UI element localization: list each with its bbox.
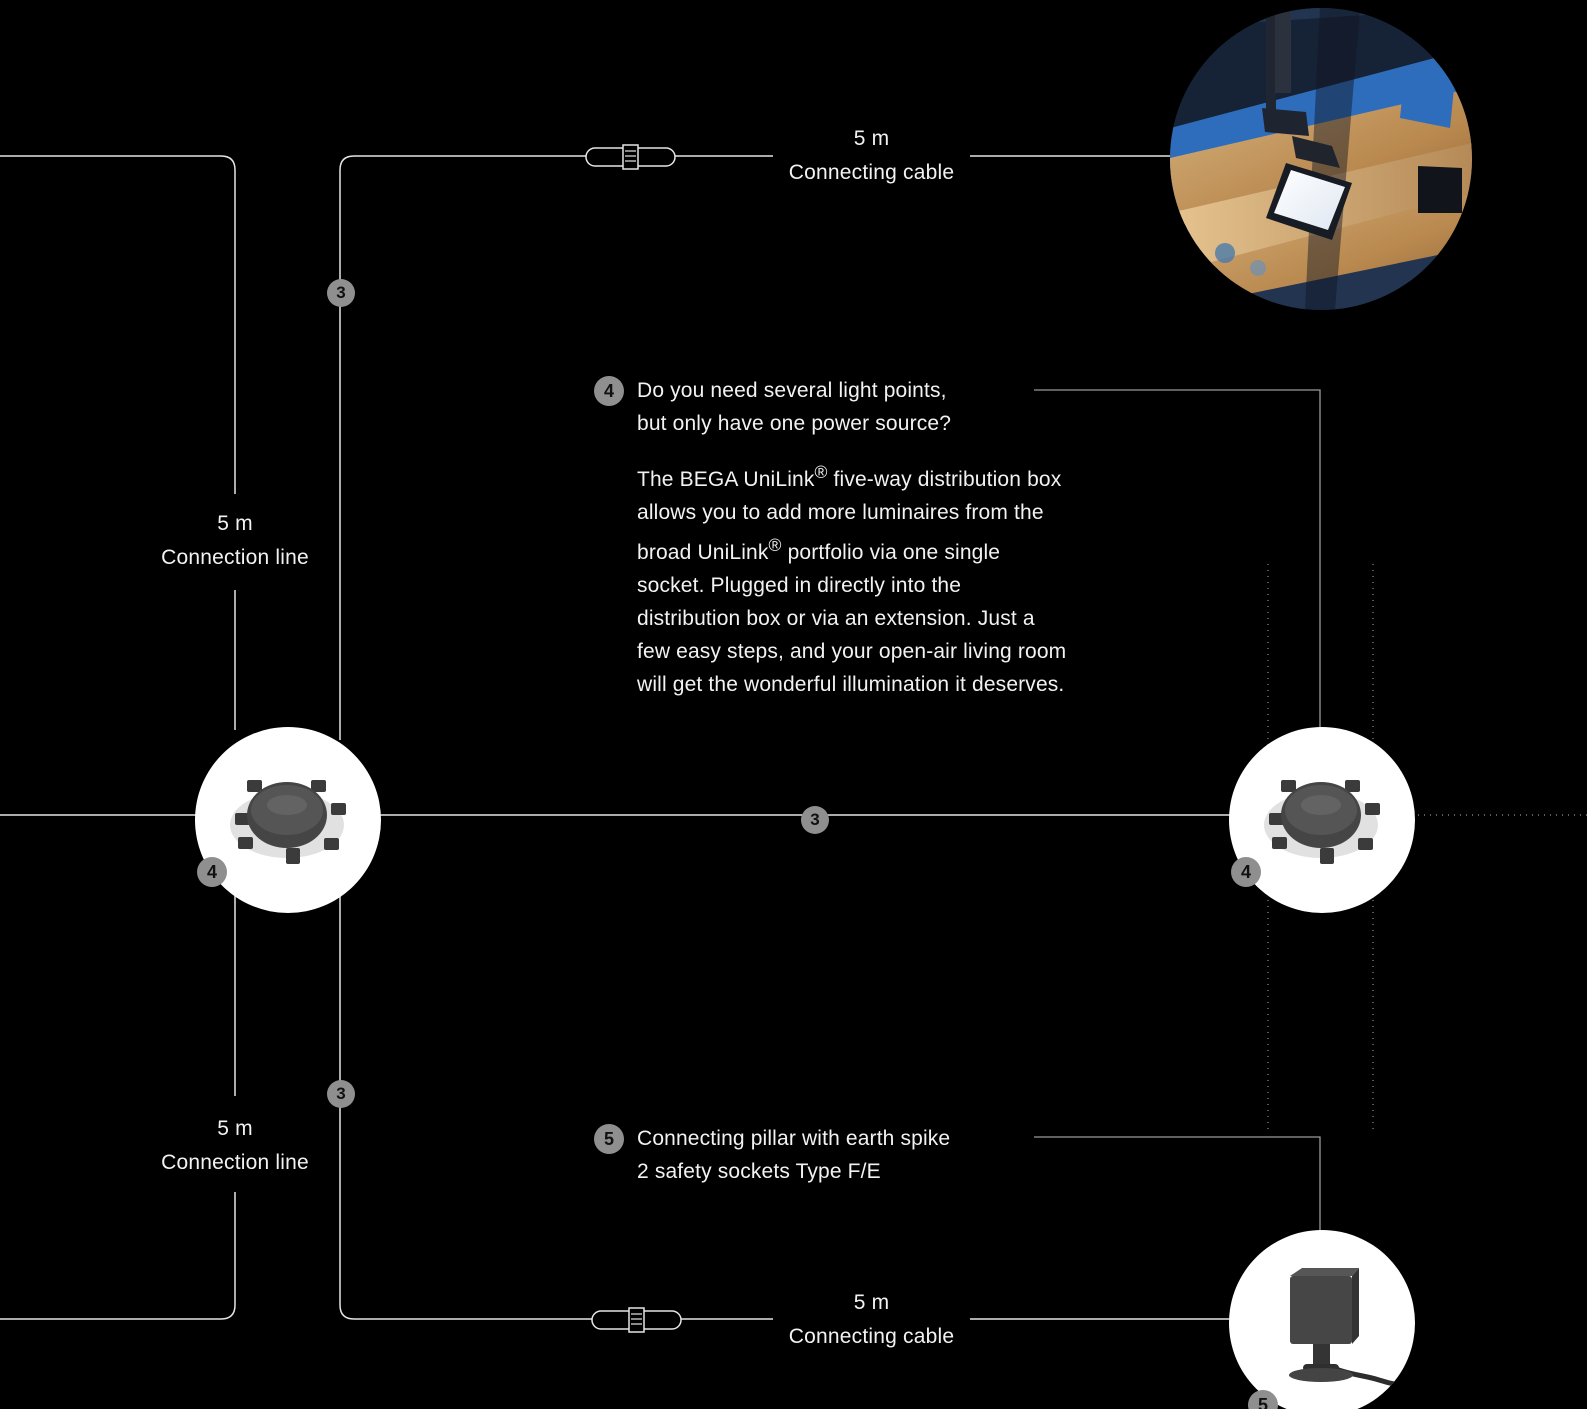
distribution-heading-line-1: Do you need several light points,	[637, 379, 947, 402]
five-way-distribution-box-icon	[230, 780, 346, 864]
callout-lines	[1034, 389, 1321, 1247]
callout-distribution-line	[1034, 389, 1321, 736]
top-cable-name: Connecting cable	[788, 161, 955, 184]
bottom-cable-route	[339, 890, 592, 1320]
registered-mark-1: ®	[814, 462, 828, 482]
pillar-line-2: 2 safety sockets Type F/E	[637, 1160, 881, 1183]
badge-5-text: 5	[594, 1124, 624, 1154]
distribution-heading-line-2: but only have one power source?	[637, 412, 952, 435]
badge-4-text: 4	[594, 376, 624, 406]
left-bottom-line-length: 5 m	[217, 1117, 253, 1140]
left-top-connection-line-label: 5 m Connection line	[148, 507, 322, 575]
distribution-box-right	[1229, 727, 1415, 913]
top-connecting-cable-label: 5 m Connecting cable	[773, 122, 970, 190]
top-left-line	[0, 155, 236, 494]
badge-4-left-box: 4	[197, 857, 227, 887]
five-way-distribution-box-icon	[1264, 780, 1380, 864]
bottom-cable-name: Connecting cable	[788, 1325, 955, 1348]
spotlight-photo-illustration	[1170, 8, 1472, 310]
connector-icon	[591, 1307, 682, 1333]
left-top-line-length: 5 m	[217, 512, 253, 535]
bottom-connecting-cable-label: 5 m Connecting cable	[773, 1286, 970, 1354]
pillar-line-1: Connecting pillar with earth spike	[637, 1127, 951, 1150]
distribution-description-part-1: The BEGA UniLink	[637, 468, 815, 491]
top-cable-length: 5 m	[853, 127, 890, 150]
distribution-description-part-2: five-way distribution box allows you to …	[637, 468, 1062, 564]
left-top-line-name: Connection line	[161, 546, 309, 569]
badge-3-bottom: 3	[327, 1080, 355, 1108]
distribution-heading: Do you need several light points, but on…	[637, 374, 1067, 440]
top-cable-route	[339, 155, 586, 740]
bottom-left-line-lower	[0, 1192, 236, 1320]
distribution-description-part-3: portfolio via one single socket. Plugged…	[637, 541, 1067, 696]
bottom-cable-length: 5 m	[853, 1291, 890, 1314]
badge-3-top: 3	[327, 279, 355, 307]
spotlight-photo	[1170, 8, 1472, 310]
badge-4-right-box: 4	[1231, 857, 1261, 887]
badge-3-middle: 3	[801, 806, 829, 834]
connecting-pillar-circle	[1229, 1230, 1415, 1409]
distribution-box-info: Do you need several light points, but on…	[637, 374, 1067, 701]
badge-5-pillar: 5	[1248, 1390, 1278, 1409]
connector-icon	[585, 144, 676, 170]
registered-mark-2: ®	[768, 535, 782, 555]
connecting-pillar-info: Connecting pillar with earth spike 2 saf…	[637, 1122, 1037, 1188]
distribution-box-left	[195, 727, 381, 913]
left-bottom-line-name: Connection line	[161, 1151, 309, 1174]
left-bottom-connection-line-label: 5 m Connection line	[148, 1112, 322, 1180]
distribution-description: The BEGA UniLink® five-way distribution …	[637, 456, 1067, 701]
connecting-pillar-icon	[1289, 1268, 1415, 1389]
callout-pillar-line	[1034, 1136, 1321, 1247]
